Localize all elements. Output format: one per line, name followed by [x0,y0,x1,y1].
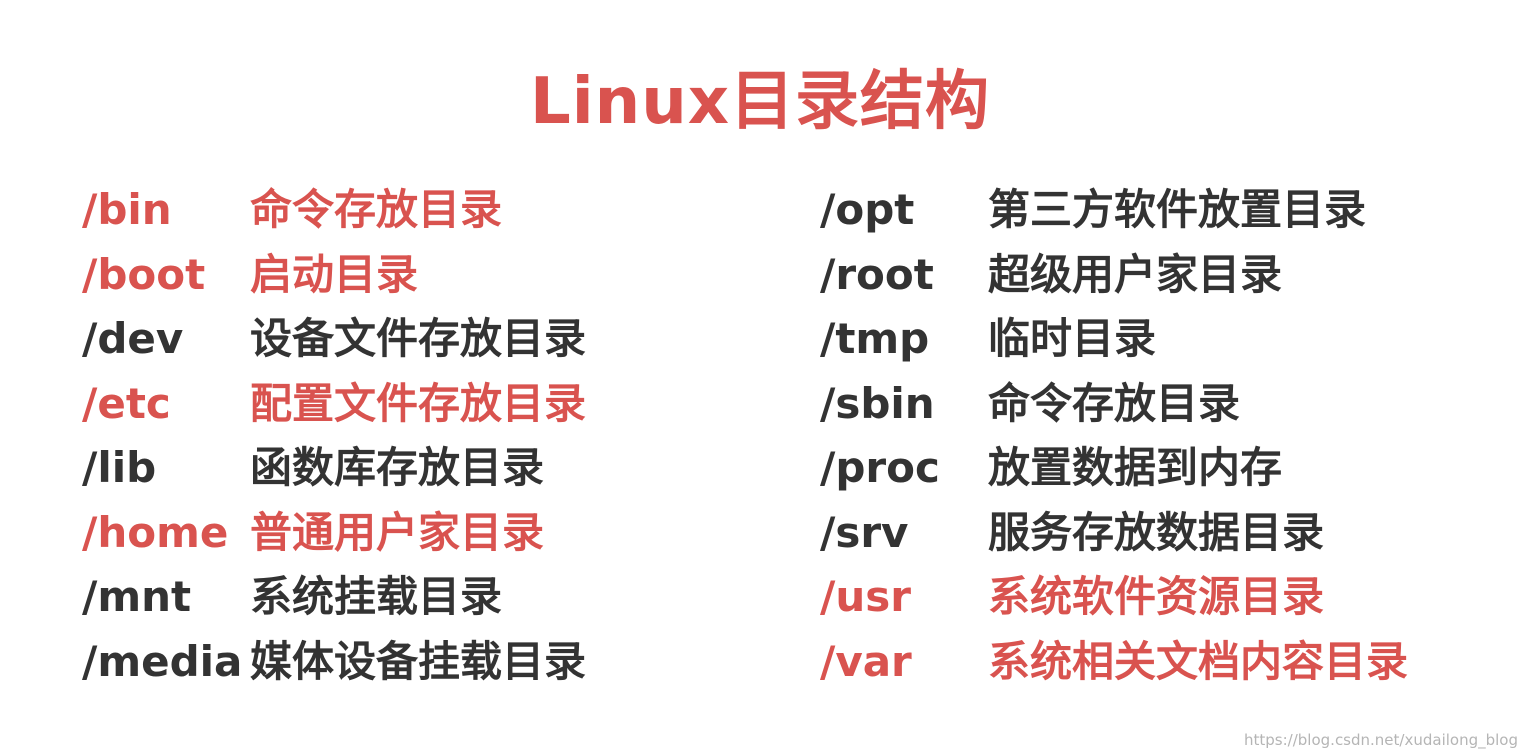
directory-path: /mnt [82,572,192,621]
directory-path: /home [82,507,229,557]
page-title: Linux目录结构 [529,65,991,139]
directory-description: 系统挂载目录 [250,572,503,621]
directory-path: /sbin [820,378,935,428]
directory-description: 普通用户家目录 [250,507,545,557]
directory-description: 系统软件资源目录 [988,572,1325,621]
directory-description: 第三方软件放置目录 [988,185,1367,234]
directory-path: /etc [82,378,171,428]
directory-path: /dev [82,314,184,363]
directory-path: /proc [820,443,940,492]
directory-description: 命令存放目录 [250,185,503,234]
directory-path: /root [820,249,934,299]
directory-description: 启动目录 [250,249,419,299]
directory-path: /lib [82,443,157,492]
directory-description: 配置文件存放目录 [250,378,587,428]
directory-path: /var [820,636,912,686]
directory-description: 临时目录 [988,314,1157,363]
directory-description: 媒体设备挂载目录 [250,636,587,686]
directory-description: 命令存放目录 [988,378,1241,428]
directory-path: /tmp [820,314,930,363]
directory-path: /media [82,636,243,686]
directory-description: 函数库存放目录 [250,443,545,492]
directory-path: /opt [820,185,915,234]
directory-path: /bin [82,185,172,234]
directory-path: /boot [82,249,206,299]
directory-description: 设备文件存放目录 [250,314,587,363]
directory-description: 系统相关文档内容目录 [988,636,1409,686]
directory-path: /usr [820,572,911,621]
directory-description: 服务存放数据目录 [988,507,1325,557]
directory-description: 放置数据到内存 [988,443,1283,492]
directory-path: /srv [820,507,909,557]
watermark: https://blog.csdn.net/xudailong_blog [1244,731,1518,749]
directory-description: 超级用户家目录 [988,249,1283,299]
